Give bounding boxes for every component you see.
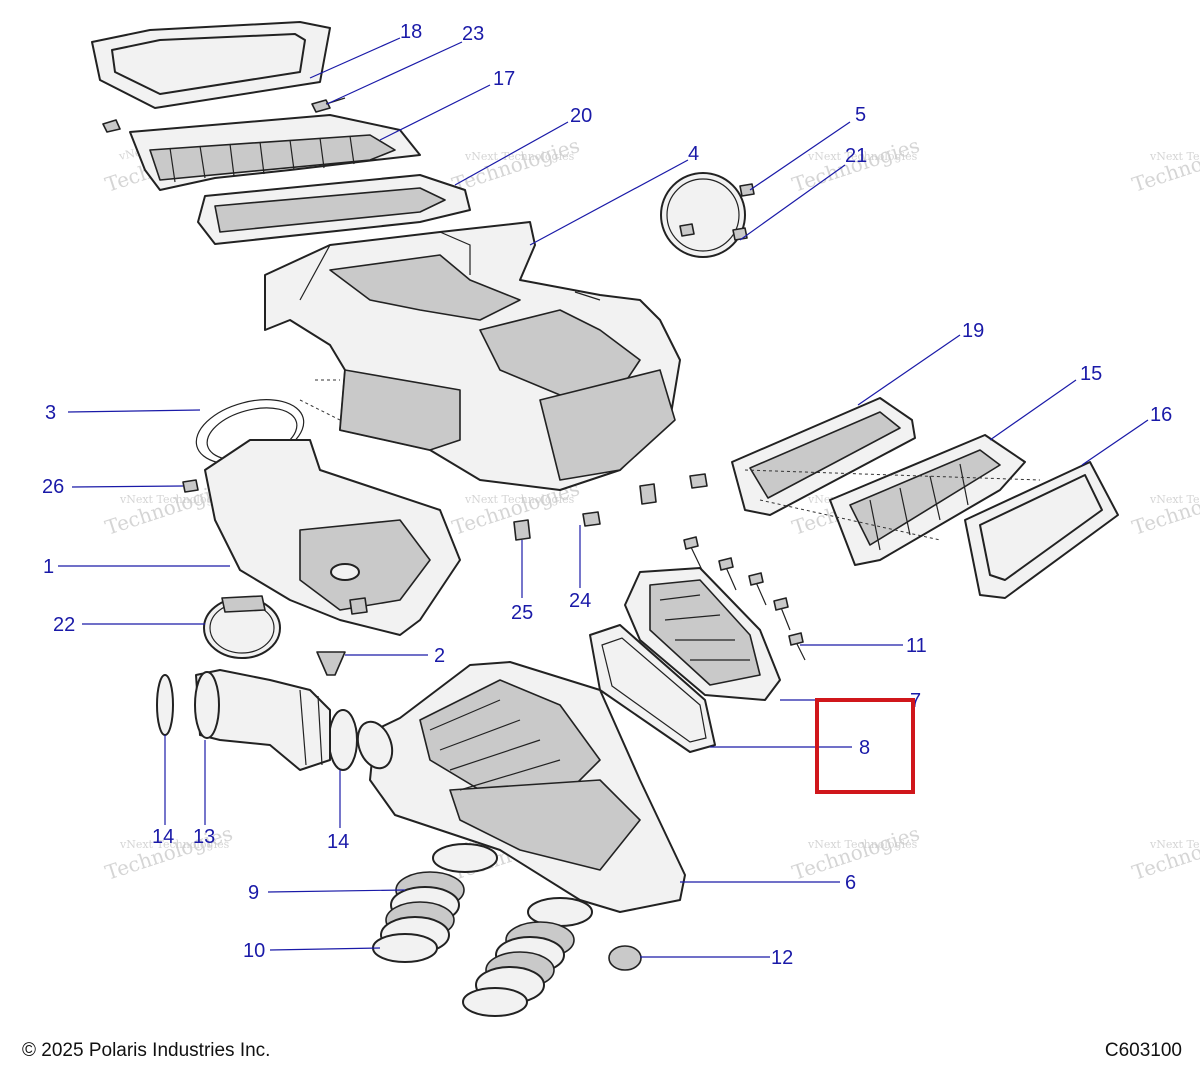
callout-2[interactable]: 2 [434, 645, 445, 667]
part-11-screws [683, 536, 806, 661]
callout-11[interactable]: 11 [906, 635, 927, 657]
part-18-gasket [91, 21, 331, 109]
watermark: vNext Technologies [1149, 838, 1200, 851]
watermark: Technologies [1129, 821, 1200, 885]
part-17-grille [129, 114, 421, 191]
callout-10[interactable]: 10 [243, 940, 265, 962]
part-19-filter-frame [731, 397, 916, 516]
callout-1[interactable]: 1 [43, 556, 54, 578]
callout-20[interactable]: 20 [570, 105, 592, 127]
watermark: Technologies [449, 133, 582, 197]
part-1-elbow [204, 439, 461, 636]
part-6-lower-airbox [356, 661, 686, 913]
watermark: vNext Technologies [1149, 150, 1200, 163]
callout-4[interactable]: 4 [688, 143, 699, 165]
diagram-code: C603100 [1104, 1040, 1182, 1061]
callout-18[interactable]: 18 [400, 21, 422, 43]
callout-23[interactable]: 23 [462, 23, 484, 45]
part-12-cap [608, 945, 642, 971]
watermark: vNext Technologies [119, 493, 230, 506]
callout-3[interactable]: 3 [45, 402, 56, 424]
callout-24[interactable]: 24 [569, 590, 591, 612]
callout-12[interactable]: 12 [771, 947, 793, 969]
highlight-box [815, 698, 915, 794]
copyright-text: © 2025 Polaris Industries Inc. [22, 1040, 271, 1061]
callout-16[interactable]: 16 [1150, 404, 1172, 426]
callout-15[interactable]: 15 [1080, 363, 1102, 385]
callout-17[interactable]: 17 [493, 68, 515, 90]
watermark: vNext Technologies [464, 493, 575, 506]
part-14-rings [156, 674, 358, 771]
callout-9[interactable]: 9 [248, 882, 259, 904]
callouts: 18 23 17 20 4 5 21 19 15 16 3 26 1 22 2 … [42, 21, 1172, 969]
leader-lines [58, 37, 1149, 958]
part-25-fasteners [513, 473, 708, 541]
watermark: vNext Technologies [1149, 493, 1200, 506]
callout-8[interactable]: 8 [859, 737, 870, 759]
part-22-clamp [203, 595, 281, 659]
part-5-21-cap [660, 172, 755, 258]
callout-13[interactable]: 13 [193, 826, 215, 848]
watermark: Technologies [1129, 133, 1200, 197]
parts-drawing [91, 21, 1119, 1017]
callout-25[interactable]: 25 [511, 602, 533, 624]
watermark: vNext Technologies [807, 150, 918, 163]
part-13-hose [194, 669, 331, 771]
watermark: vNext Technologies [464, 150, 575, 163]
part-2-plug [316, 651, 346, 676]
part-9-10-couplers-right [462, 897, 593, 1017]
watermark: vNext Technologies [807, 838, 918, 851]
callout-14-right[interactable]: 14 [327, 831, 349, 853]
callout-21[interactable]: 21 [845, 145, 867, 167]
callout-6[interactable]: 6 [845, 872, 856, 894]
watermark: Technologies [1129, 476, 1200, 540]
part-7-reed-block [624, 567, 781, 701]
callout-5[interactable]: 5 [855, 104, 866, 126]
part-16-gasket [964, 461, 1119, 599]
callout-14-left[interactable]: 14 [152, 826, 174, 848]
callout-22[interactable]: 22 [53, 614, 75, 636]
part-20-duct [197, 174, 471, 245]
part-9-10-couplers-left [372, 843, 498, 963]
part-15-grille [829, 434, 1026, 566]
callout-7[interactable]: 7 [910, 690, 921, 712]
part-4-airbox-cover [264, 221, 681, 491]
watermark: vNext Technologies [119, 838, 230, 851]
callout-26[interactable]: 26 [42, 476, 64, 498]
part-26-screw [182, 479, 199, 493]
callout-19[interactable]: 19 [962, 320, 984, 342]
